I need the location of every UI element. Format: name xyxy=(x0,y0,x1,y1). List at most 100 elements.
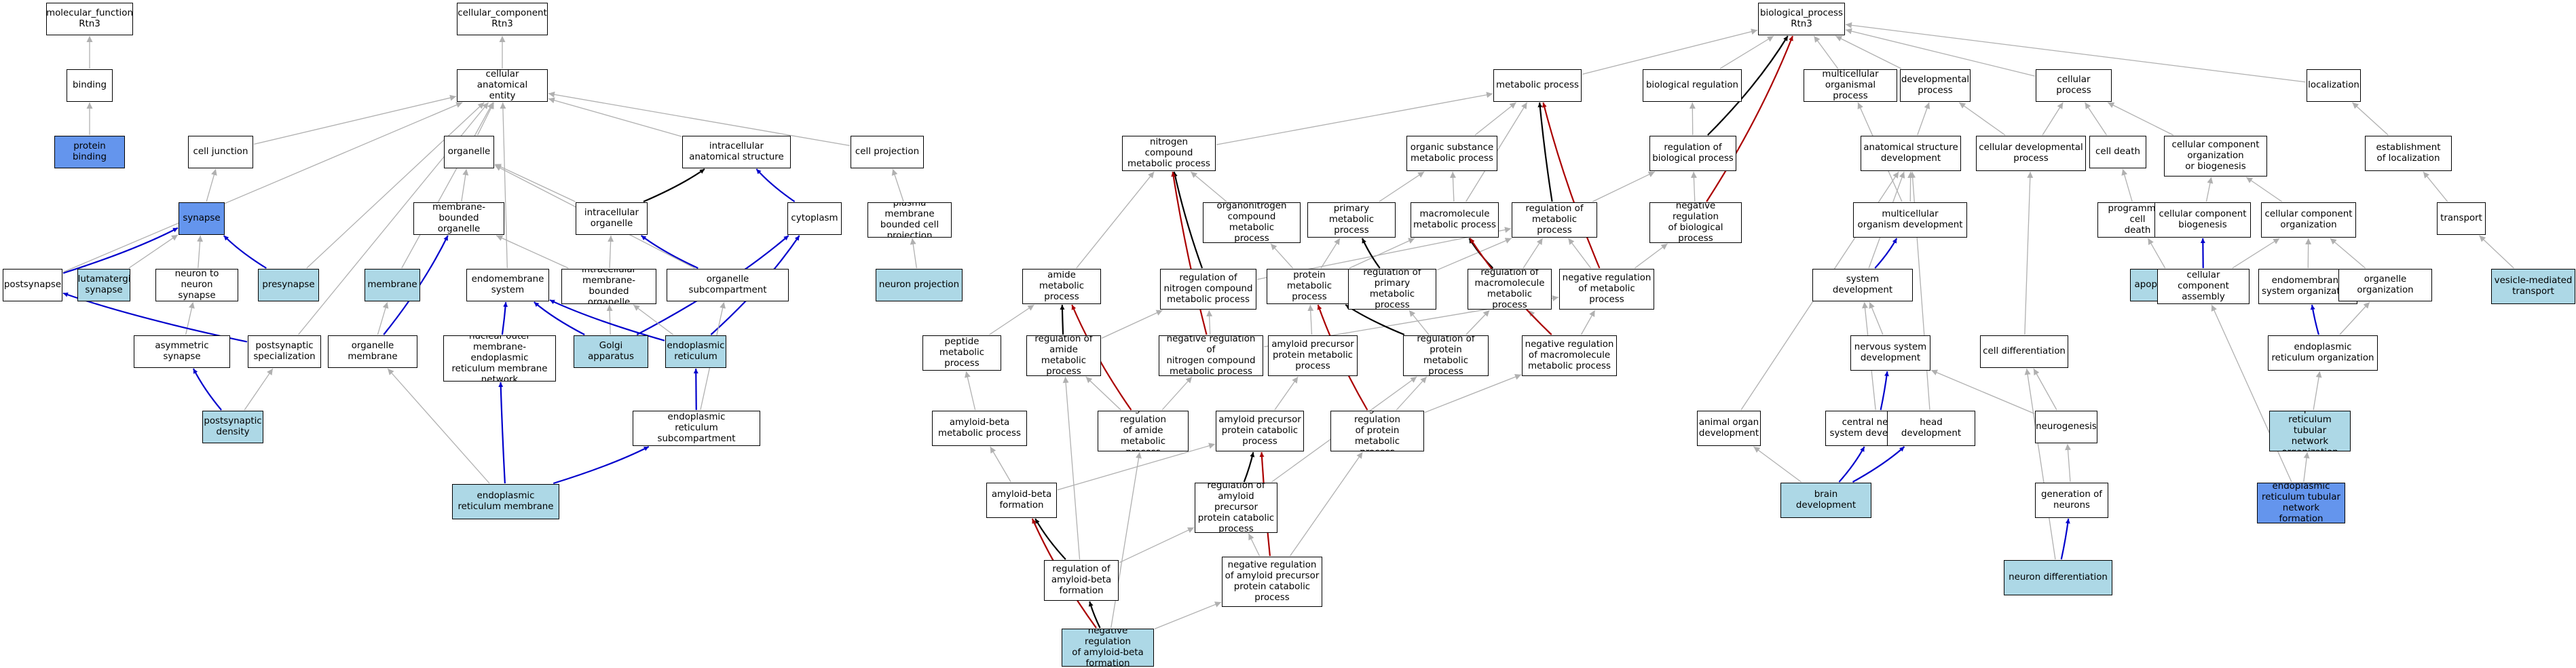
go-term-node-golgi[interactable]: Golgi apparatus xyxy=(574,335,648,368)
go-term-node-cco-bio[interactable]: cellular component organization or bioge… xyxy=(2164,136,2267,177)
edge-sys-dev-to-multi-org-dev xyxy=(1874,238,1898,269)
go-term-node-synapse[interactable]: synapse xyxy=(179,202,225,235)
go-term-node-nuc-outer[interactable]: nuclear outer membrane-endoplasmic retic… xyxy=(443,335,556,382)
go-term-node-cell-death[interactable]: cell death xyxy=(2089,136,2146,168)
go-term-node-er-org[interactable]: endoplasmic reticulum organization xyxy=(2268,335,2378,371)
go-term-node-neg-reg-macro[interactable]: negative regulation of macromolecule met… xyxy=(1522,335,1617,376)
go-term-node-er-subcomp[interactable]: endoplasmic reticulum subcompartment xyxy=(633,411,760,446)
go-term-node-neg-reg-prot[interactable]: negative regulation of protein metabolic… xyxy=(1330,411,1424,451)
go-term-node-reg-prim[interactable]: regulation of primary metabolic process xyxy=(1348,269,1436,310)
go-term-node-head-dev[interactable]: head development xyxy=(1887,411,1975,446)
go-term-node-er[interactable]: endoplasmic reticulum xyxy=(665,335,726,368)
go-term-node-postsyn-dens[interactable]: postsynaptic density xyxy=(202,411,263,443)
go-term-node-cae[interactable]: cellular anatomical entity xyxy=(457,69,548,102)
go-term-node-asym-syn[interactable]: asymmetric synapse xyxy=(134,335,230,368)
go-term-node-neg-reg-app[interactable]: negative regulation of amyloid precursor… xyxy=(1222,557,1322,607)
go-term-node-protein-binding[interactable]: protein binding xyxy=(54,136,125,168)
go-term-node-prot-met[interactable]: protein metabolic process xyxy=(1267,269,1352,304)
go-term-node-anat-dev[interactable]: anatomical structure development xyxy=(1861,136,1961,171)
go-term-node-est-loc[interactable]: establishment of localization xyxy=(2365,136,2452,171)
go-term-node-reg-amide[interactable]: regulation of amide metabolic process xyxy=(1026,335,1101,376)
go-term-node-er-tub-org[interactable]: endoplasmic reticulum tubular network or… xyxy=(2269,411,2351,451)
go-term-node-cc[interactable]: cellular_component Rtn3 xyxy=(457,3,548,35)
go-term-node-org-mem[interactable]: organelle membrane xyxy=(328,335,417,368)
go-term-node-endomem[interactable]: endomembrane system xyxy=(466,269,549,301)
go-term-node-dev-proc[interactable]: developmental process xyxy=(1900,69,1971,102)
go-term-node-vesicle-transport[interactable]: vesicle-mediated transport xyxy=(2491,269,2575,304)
go-term-node-app-met[interactable]: amyloid precursor protein metabolic proc… xyxy=(1268,335,1358,376)
go-term-node-cc-biogen[interactable]: cellular component biogenesis xyxy=(2154,202,2251,238)
go-term-node-macro-met[interactable]: macromolecule metabolic process xyxy=(1411,202,1499,238)
go-term-node-org-org[interactable]: organelle organization xyxy=(2338,269,2432,301)
go-term-node-cell-dev-proc[interactable]: cellular developmental process xyxy=(1976,136,2086,171)
go-term-node-met-proc[interactable]: metabolic process xyxy=(1493,69,1582,102)
go-term-node-app-cat[interactable]: amyloid precursor protein catabolic proc… xyxy=(1216,411,1304,451)
go-term-node-neg-reg-bio[interactable]: negative regulation of biological proces… xyxy=(1649,202,1742,243)
go-term-node-cc-assembly[interactable]: cellular component assembly xyxy=(2157,269,2250,304)
go-term-node-membrane[interactable]: membrane xyxy=(365,269,420,301)
go-term-node-binding[interactable]: binding xyxy=(67,69,113,102)
go-term-node-abeta-met[interactable]: amyloid-beta metabolic process xyxy=(932,411,1027,446)
go-term-node-bp[interactable]: biological_process Rtn3 xyxy=(1758,3,1845,35)
go-term-node-reg-app-cat[interactable]: regulation of amyloid precursor protein … xyxy=(1195,483,1277,533)
go-term-node-amide-met[interactable]: amide metabolic process xyxy=(1022,269,1101,304)
go-term-node-reg-met[interactable]: regulation of metabolic process xyxy=(1512,202,1597,238)
go-term-node-neuron-diff[interactable]: neuron differentiation xyxy=(2004,560,2112,595)
go-term-node-cell-projection[interactable]: cell projection xyxy=(851,136,924,168)
go-term-node-mbo[interactable]: membrane-bounded organelle xyxy=(413,202,504,235)
go-term-node-postsynapse[interactable]: postsynapse xyxy=(3,269,62,301)
edge-neg-reg-bio-to-bp xyxy=(1706,35,1794,202)
go-term-node-pm-proj[interactable]: plasma membrane bounded cell projection xyxy=(867,202,952,238)
go-term-node-cell-diff[interactable]: cell differentiation xyxy=(1980,335,2068,368)
go-term-node-neg-reg-met[interactable]: negative regulation of metabolic process xyxy=(1559,269,1654,310)
go-term-node-brain-dev[interactable]: brain development xyxy=(1780,483,1871,518)
go-term-node-neg-reg-nitro[interactable]: negative regulation of nitrogen compound… xyxy=(1159,335,1263,376)
go-term-node-org-sub-met[interactable]: organic substance metabolic process xyxy=(1406,136,1497,171)
go-term-node-localization[interactable]: localization xyxy=(2307,69,2361,102)
go-term-node-orgnitro-met[interactable]: organonitrogen compound metabolic proces… xyxy=(1203,202,1301,243)
go-term-node-n2n-syn[interactable]: neuron to neuron synapse xyxy=(155,269,238,301)
go-term-node-org-subcomp[interactable]: organelle subcompartment xyxy=(667,269,789,301)
go-term-node-neuron-proj[interactable]: neuron projection xyxy=(876,269,963,301)
go-term-node-cytoplasm[interactable]: cytoplasm xyxy=(787,202,842,235)
go-term-node-multi-proc[interactable]: multicellular organismal process xyxy=(1804,69,1897,102)
edge-neuron-diff-to-cell-diff xyxy=(2024,368,2056,560)
go-term-node-neg-reg-amide[interactable]: negative regulation of amide metabolic p… xyxy=(1098,411,1189,451)
go-term-node-cc-org[interactable]: cellular component organization xyxy=(2261,202,2356,238)
go-term-node-glut-syn[interactable]: glutamatergic synapse xyxy=(77,269,130,301)
go-term-node-postsyn-spec[interactable]: postsynaptic specialization xyxy=(248,335,321,368)
go-term-node-peptide-met[interactable]: peptide metabolic process xyxy=(922,335,1001,371)
go-term-node-intra-org[interactable]: intracellular organelle xyxy=(576,202,648,235)
go-term-node-cell-junction[interactable]: cell junction xyxy=(188,136,253,168)
edge-app-cat-to-app-met xyxy=(1274,376,1299,411)
go-term-node-abeta-form[interactable]: amyloid-beta formation xyxy=(986,483,1057,518)
edge-met-proc-to-bp xyxy=(1582,29,1758,75)
go-term-node-reg-macro[interactable]: regulation of macromolecule metabolic pr… xyxy=(1468,269,1552,310)
go-term-node-intra-anat[interactable]: intracellular anatomical structure xyxy=(682,136,791,168)
go-term-node-prim-met[interactable]: primary metabolic process xyxy=(1307,202,1396,238)
go-term-node-sys-dev[interactable]: system development xyxy=(1812,269,1913,301)
go-term-node-gen-neurons[interactable]: generation of neurons xyxy=(2035,483,2108,518)
go-term-node-neurogenesis[interactable]: neurogenesis xyxy=(2035,411,2097,443)
go-term-node-reg-bio-proc[interactable]: regulation of biological process xyxy=(1649,136,1736,171)
go-term-node-intra-mbo[interactable]: intracellular membrane-bounded organelle xyxy=(561,269,656,304)
go-term-node-reg-nitro[interactable]: regulation of nitrogen compound metaboli… xyxy=(1160,269,1256,310)
go-term-node-er-tub-form[interactable]: endoplasmic reticulum tubular network fo… xyxy=(2257,483,2345,523)
go-term-node-neg-reg-abeta[interactable]: negative regulation of amyloid-beta form… xyxy=(1062,629,1154,667)
go-term-node-er-mem[interactable]: endoplasmic reticulum membrane xyxy=(452,484,559,519)
edge-orgnitro-met-to-nitro-met xyxy=(1190,171,1227,202)
go-term-node-organelle[interactable]: organelle xyxy=(444,136,494,168)
go-term-node-reg-abeta[interactable]: regulation of amyloid-beta formation xyxy=(1044,560,1119,601)
go-term-node-reg-prot-met[interactable]: regulation of protein metabolic process xyxy=(1403,335,1489,376)
go-term-node-mf[interactable]: molecular_function Rtn3 xyxy=(46,3,133,35)
go-term-node-bio-reg[interactable]: biological regulation xyxy=(1643,69,1742,102)
go-term-node-transport[interactable]: transport xyxy=(2437,202,2486,235)
go-term-node-multi-org-dev[interactable]: multicellular organism development xyxy=(1853,202,1967,238)
go-term-node-animal-org-dev[interactable]: animal organ development xyxy=(1697,411,1761,446)
go-term-node-presynapse[interactable]: presynapse xyxy=(258,269,319,301)
edge-intra-org-to-organelle xyxy=(494,164,576,202)
edge-prot-met-to-prim-met xyxy=(1320,238,1341,269)
go-term-node-cell-proc[interactable]: cellular process xyxy=(2036,69,2112,102)
go-term-node-nerv-dev[interactable]: nervous system development xyxy=(1850,335,1930,371)
go-term-node-nitro-met[interactable]: nitrogen compound metabolic process xyxy=(1122,136,1216,171)
